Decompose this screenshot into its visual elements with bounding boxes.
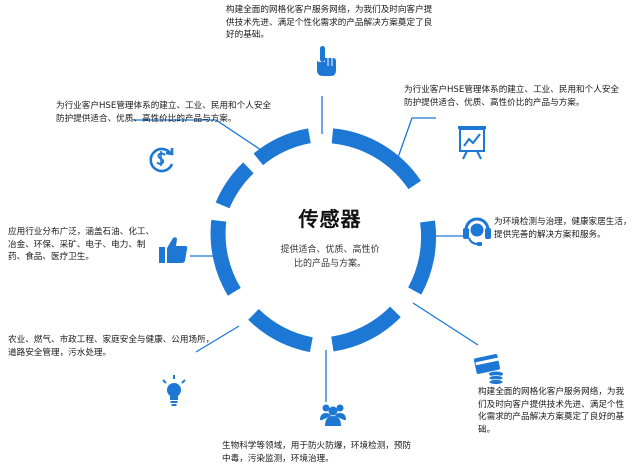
headset-icon xyxy=(463,217,491,246)
leader-line xyxy=(394,117,436,167)
note-lower-left: 农业、燃气、市政工程、家庭安全与健康、公用场所，道路安全管理，污水处理。 xyxy=(8,335,215,358)
ring-segment xyxy=(248,308,313,353)
ring-segment xyxy=(253,128,311,166)
ring-segment xyxy=(331,128,421,190)
ring-segment xyxy=(215,162,254,209)
note-right: 为环境检测与治理，健康家居生活，提供完善的解决方案和服务。 xyxy=(494,217,632,240)
presentation-chart-icon xyxy=(458,126,486,160)
note-top: 构建全面的网格化客户服务网络，为我们及时向客户提供技术先进、满足个性化需求的产品… xyxy=(226,5,433,41)
pointer-hand-icon xyxy=(317,46,336,76)
thumbs-up-icon xyxy=(159,237,188,263)
leader-line xyxy=(412,302,479,346)
ring xyxy=(210,128,437,353)
ring-segment xyxy=(331,306,401,352)
ring-segment xyxy=(210,219,241,296)
money-cycle-icon xyxy=(149,147,174,173)
note-bottom: 生物科学等领域，用于防火防爆，环境检测，预防中毒，污染监测，环境治理。 xyxy=(222,441,412,464)
leader-line xyxy=(195,325,240,353)
note-lower-right: 构建全面的网格化客户服务网络，为我们及时向客户提供技术先进、满足个性化需求的产品… xyxy=(478,387,625,435)
card-coins-icon xyxy=(473,354,504,385)
leader-lines xyxy=(132,96,479,402)
center-description: 提供适合、优质、高性价比的产品与方案。 xyxy=(280,245,380,269)
note-upper-right: 为行业客户HSE管理体系的建立、工业、民用和个人安全防护提供适合、优质、高性价比… xyxy=(404,85,620,108)
ring-segment xyxy=(408,220,437,295)
note-left: 应用行业分布广泛，涵盖石油、化工、冶金、环保、采矿、电子、电力、制药、食品、医疗… xyxy=(8,227,155,263)
people-group-icon xyxy=(320,404,346,426)
center-title: 传感器 xyxy=(298,207,362,231)
leader-line xyxy=(132,119,265,153)
note-upper-left: 为行业客户HSE管理体系的建立、工业、民用和个人安全防护提供适合、优质、高性价比… xyxy=(56,101,272,124)
lightbulb-icon xyxy=(162,375,186,406)
